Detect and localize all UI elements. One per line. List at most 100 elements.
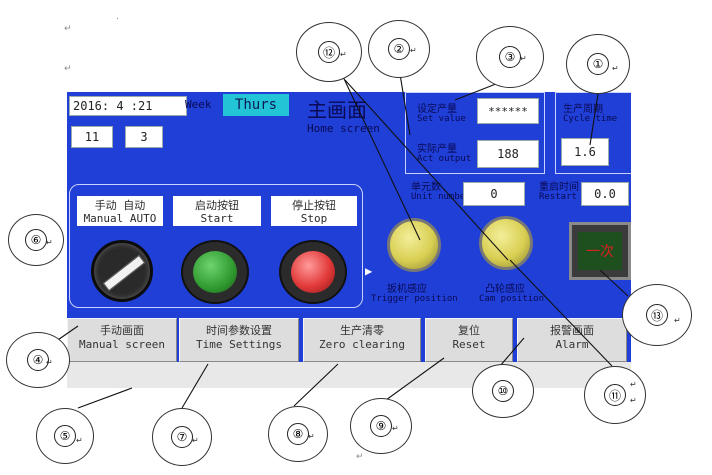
manual-auto-selector[interactable] xyxy=(91,240,153,302)
callout-1-number: ① xyxy=(587,53,609,75)
callout-12-number: ⑫ xyxy=(318,41,340,63)
start-label-cn: 启动按钮 xyxy=(195,199,239,212)
alarm-en: Alarm xyxy=(555,338,589,351)
time-settings-cn: 时间参数设置 xyxy=(206,324,272,337)
stop-label-en: Stop xyxy=(300,212,328,225)
hmi-home-screen: 2016: 4 :21 Week Thurs 11 3 主画面 Home scr… xyxy=(67,92,631,362)
callout-6: ⑥ xyxy=(8,214,64,266)
callout-8: ⑧ xyxy=(268,406,328,462)
callout-7: ⑦ xyxy=(152,408,212,466)
field-3: 3 xyxy=(125,126,163,148)
date-display: 2016: 4 :21 xyxy=(69,96,187,116)
doc-mark: ↵ xyxy=(612,64,619,73)
unit-number-label-cn: 单元数 xyxy=(411,182,441,193)
time-settings-en: Time Settings xyxy=(195,338,283,351)
callout-5-number: ⑤ xyxy=(54,425,76,447)
start-button[interactable] xyxy=(181,240,249,304)
trigger-label-cn: 扳机感应 xyxy=(387,284,427,295)
doc-mark: ↵ xyxy=(674,316,681,325)
doc-mark: ↵ xyxy=(520,54,527,63)
zero-clearing-cn: 生产清零 xyxy=(340,324,384,337)
control-panel xyxy=(69,184,363,308)
field-11: 11 xyxy=(71,126,113,148)
zero-clearing-button[interactable]: 生产清零 Zero clearing xyxy=(303,318,421,362)
set-value-label-cn: 设定产量 xyxy=(417,104,457,115)
callout-9-number: ⑨ xyxy=(370,415,392,437)
cam-label-en: Cam position xyxy=(479,294,545,304)
doc-mark: ↵ xyxy=(46,238,53,247)
callout-9: ⑨ xyxy=(350,398,412,454)
doc-mark: ↵ xyxy=(630,396,637,405)
start-lamp xyxy=(193,251,237,293)
manual-auto-label-cn: 手动 自动 xyxy=(94,199,146,212)
cam-label-cn: 凸轮感应 xyxy=(485,284,525,295)
reset-cn: 复位 xyxy=(458,324,480,337)
callout-7-number: ⑦ xyxy=(171,426,193,448)
doc-mark: . xyxy=(116,12,119,22)
doc-mark: ↵ xyxy=(76,436,83,445)
page-title: 主画面 xyxy=(307,98,367,122)
callout-1: ① xyxy=(566,34,630,94)
act-output-label-cn: 实际产量 xyxy=(417,144,457,155)
manual-auto-label-en: Manual AUTO xyxy=(83,212,157,225)
cycle-time-field[interactable]: 1.6 xyxy=(561,138,609,166)
doc-mark: ↵ xyxy=(630,380,637,389)
manual-screen-button[interactable]: 手动画面 Manual screen xyxy=(67,318,177,362)
callout-8-number: ⑧ xyxy=(287,423,309,445)
unit-number-label-en: Unit number xyxy=(411,192,471,202)
callout-13: ⑬ xyxy=(622,284,692,346)
doc-mark: ↵ xyxy=(356,452,364,462)
callout-10-number: ⑩ xyxy=(492,380,514,402)
time-settings-button[interactable]: 时间参数设置 Time Settings xyxy=(179,318,299,362)
date-text: 2016: 4 :21 xyxy=(73,99,153,113)
weekday-display: Thurs xyxy=(223,94,289,116)
callout-13-number: ⑬ xyxy=(646,304,668,326)
trigger-label-en: Trigger position xyxy=(371,294,458,304)
stop-lamp xyxy=(291,251,335,293)
callout-3-number: ③ xyxy=(499,46,521,68)
start-label-en: Start xyxy=(200,212,234,225)
doc-mark: ↵ xyxy=(392,424,399,433)
alarm-button[interactable]: 报警画面 Alarm xyxy=(517,318,627,362)
callout-12: ⑫ xyxy=(296,22,362,82)
manual-screen-cn: 手动画面 xyxy=(100,324,144,337)
set-value-field[interactable]: ****** xyxy=(477,98,539,124)
callout-6-number: ⑥ xyxy=(25,229,47,251)
unit-number-field[interactable]: 0 xyxy=(463,182,525,206)
callout-10: ⑩ xyxy=(472,364,534,418)
reset-button[interactable]: 复位 Reset xyxy=(425,318,513,362)
mouse-cursor-icon: ▶ xyxy=(365,264,373,278)
restart-time-field[interactable]: 0.0 xyxy=(581,182,629,206)
manual-screen-en: Manual screen xyxy=(78,338,166,351)
doc-mark: ↵ xyxy=(64,64,72,74)
callout-4: ④ xyxy=(6,332,70,388)
act-output-label-en: Act output xyxy=(417,154,472,164)
set-value-label-en: Set value xyxy=(417,114,466,124)
doc-mark: ↵ xyxy=(340,50,347,59)
page-subtitle: Home screen xyxy=(307,122,380,135)
week-label: Week xyxy=(185,98,212,111)
callout-11-number: ⑪ xyxy=(604,384,626,406)
screen-bottom-strip xyxy=(67,362,631,388)
once-button-face: 一次 xyxy=(578,232,622,270)
callout-4-number: ④ xyxy=(27,349,49,371)
stop-label: 停止按钮 Stop xyxy=(271,196,357,226)
restart-time-label-cn: 重启时间 xyxy=(539,182,579,193)
reset-en: Reset xyxy=(452,338,486,351)
callout-11: ⑪ xyxy=(584,366,646,424)
stop-label-cn: 停止按钮 xyxy=(292,199,336,212)
cycle-time-label-en: Cycle time xyxy=(563,114,618,124)
callout-3: ③ xyxy=(476,26,544,88)
callout-2: ② xyxy=(368,20,430,78)
doc-mark: ↵ xyxy=(308,432,315,441)
manual-auto-label: 手动 自动 Manual AUTO xyxy=(77,196,163,226)
zero-clearing-en: Zero clearing xyxy=(318,338,406,351)
callout-5: ⑤ xyxy=(36,408,94,464)
start-label: 启动按钮 Start xyxy=(173,196,261,226)
stop-button[interactable] xyxy=(279,240,347,304)
restart-time-label-en: Restart time xyxy=(539,192,605,202)
callout-2-number: ② xyxy=(388,38,410,60)
alarm-cn: 报警画面 xyxy=(550,324,594,337)
act-output-field: 188 xyxy=(477,140,539,168)
doc-mark: ↵ xyxy=(410,46,417,55)
